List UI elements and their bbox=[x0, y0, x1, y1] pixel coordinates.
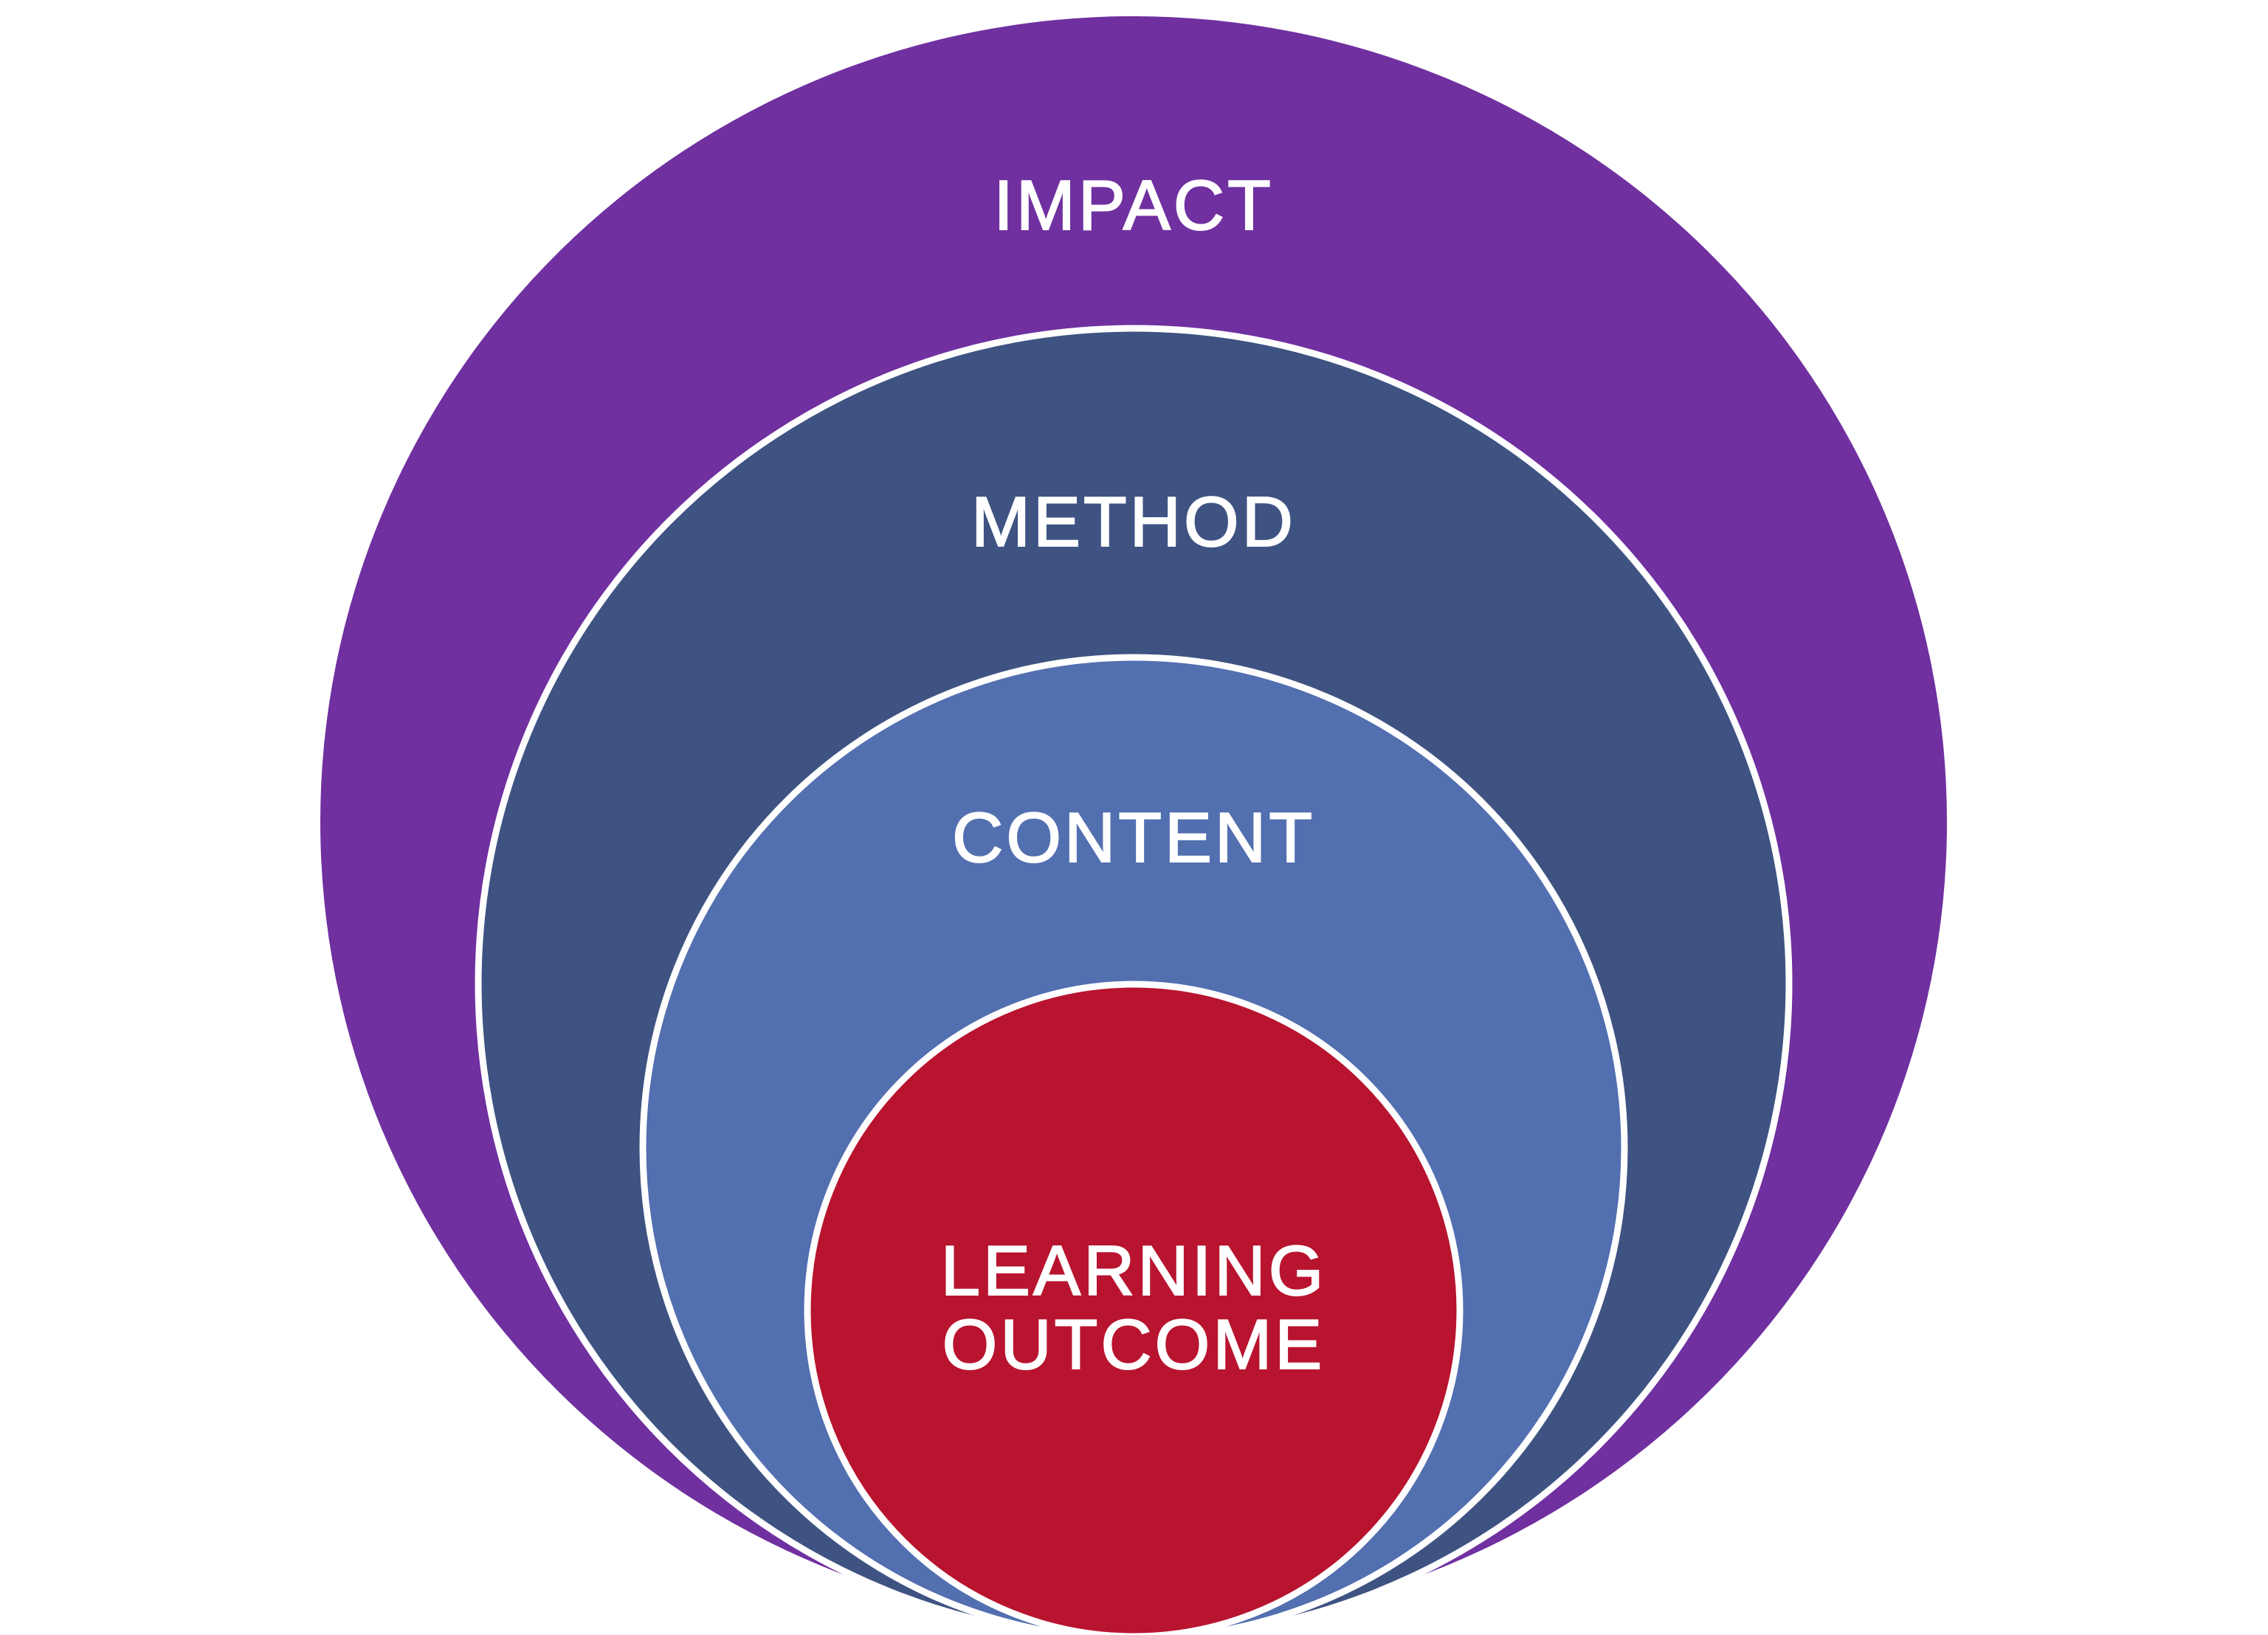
learning-outcome-circle bbox=[807, 984, 1460, 1635]
learning-outcome-circle-border bbox=[804, 981, 1464, 1635]
impact-label: IMPACT bbox=[993, 166, 1274, 245]
content-label: CONTENT bbox=[952, 798, 1315, 877]
learning-outcome-label-line1: LEARNING bbox=[941, 1231, 1327, 1310]
content-circle-border bbox=[639, 654, 1628, 1635]
learning-outcome-layer: LEARNING OUTCOME bbox=[804, 981, 1464, 1635]
learning-outcome-label-line2: OUTCOME bbox=[942, 1305, 1326, 1384]
method-circle-border bbox=[475, 325, 1793, 1635]
method-label: METHOD bbox=[971, 483, 1296, 561]
